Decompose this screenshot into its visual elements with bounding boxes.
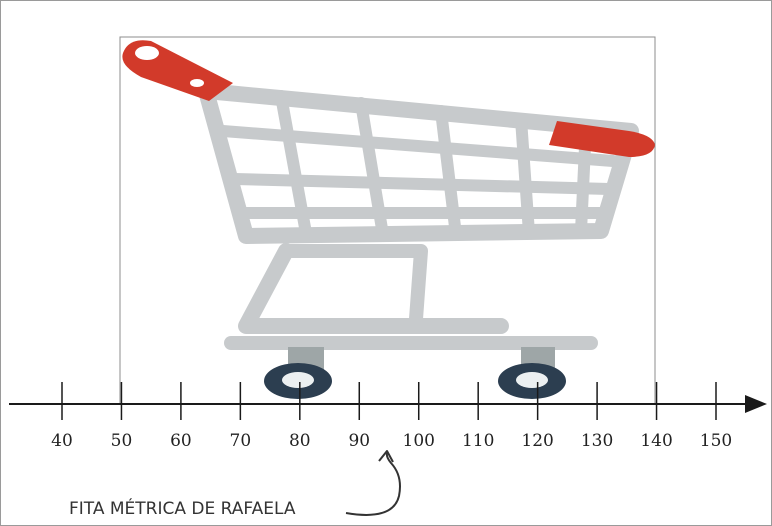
curved-arrow-icon — [345, 450, 401, 516]
cart-lower-frame-right — [279, 244, 428, 326]
number-line-ticks — [61, 382, 717, 420]
tick-label: 50 — [111, 431, 133, 451]
tick-label: 110 — [462, 431, 494, 451]
number-line: 40 50 60 70 80 90 100 110 120 130 140 150 — [9, 382, 767, 451]
cart-basket-grid — [217, 90, 619, 241]
cart-handle-left — [122, 40, 233, 101]
tick-label: 80 — [289, 431, 311, 451]
tick-label: 70 — [230, 431, 252, 451]
number-line-labels: 40 50 60 70 80 90 100 110 120 130 140 150 — [51, 431, 732, 451]
tick-label: 60 — [170, 431, 192, 451]
tick-label: 90 — [348, 431, 370, 451]
tape-caption: FITA MÉTRICA DE RAFAELA — [69, 499, 296, 519]
cart-wheel-right — [498, 363, 566, 399]
number-line-arrowhead — [745, 395, 767, 413]
cart-bumper-right — [549, 121, 655, 157]
tick-label: 100 — [403, 431, 435, 451]
cart-wheel-left — [264, 363, 332, 399]
tick-label: 150 — [700, 431, 732, 451]
tick-label: 40 — [51, 431, 73, 451]
shopping-cart-icon — [122, 40, 655, 399]
cart-lower-frame — [238, 243, 509, 334]
tick-label: 130 — [581, 431, 613, 451]
cart-basket — [198, 83, 639, 244]
tick-label: 140 — [640, 431, 672, 451]
tick-label: 120 — [521, 431, 553, 451]
